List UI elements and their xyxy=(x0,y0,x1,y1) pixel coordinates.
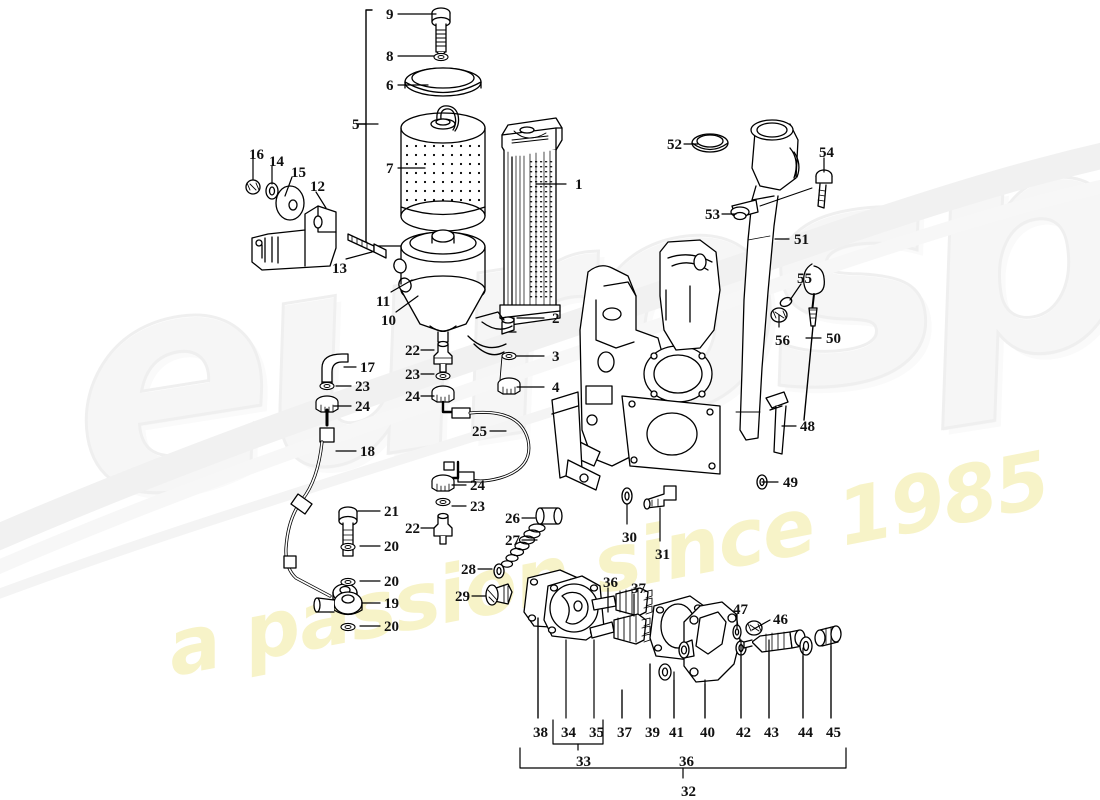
callout-19: 19 xyxy=(384,596,399,612)
callout-38: 38 xyxy=(533,725,548,741)
leader-line-13 xyxy=(345,251,373,260)
leader-line-11 xyxy=(390,279,413,293)
callout-30: 30 xyxy=(622,530,637,546)
callout-27: 27 xyxy=(505,533,520,549)
callout-54: 54 xyxy=(819,145,834,161)
leader-line-10 xyxy=(395,295,419,313)
callout-4: 4 xyxy=(552,380,560,396)
leader-line-55 xyxy=(789,283,802,301)
callout-6: 6 xyxy=(386,78,394,94)
callout-2: 2 xyxy=(552,311,560,327)
callout-50: 50 xyxy=(826,331,841,347)
callout-11: 11 xyxy=(376,294,391,310)
callout-1: 1 xyxy=(575,177,583,193)
callout-28: 28 xyxy=(461,562,476,578)
callout-21: 21 xyxy=(384,504,399,520)
callout-23: 23 xyxy=(405,367,420,383)
callout-18: 18 xyxy=(360,444,375,460)
callout-48: 48 xyxy=(800,419,815,435)
callout-14: 14 xyxy=(269,154,284,170)
callout-39: 39 xyxy=(645,725,660,741)
callout-8: 8 xyxy=(386,49,394,65)
callout-46: 46 xyxy=(773,612,788,628)
callout-51: 51 xyxy=(794,232,809,248)
callout-16: 16 xyxy=(249,147,264,163)
callout-20: 20 xyxy=(384,539,399,555)
callout-43: 43 xyxy=(764,725,779,741)
callout-12: 12 xyxy=(310,179,325,195)
callout-24: 24 xyxy=(470,478,485,494)
callout-26: 26 xyxy=(505,511,520,527)
callout-37: 37 xyxy=(617,725,632,741)
callout-55: 55 xyxy=(797,271,812,287)
callout-9: 9 xyxy=(386,7,394,23)
callout-3: 3 xyxy=(552,349,560,365)
callout-37: 37 xyxy=(631,581,646,597)
callout-5: 5 xyxy=(352,117,360,133)
callout-40: 40 xyxy=(700,725,715,741)
callout-36: 36 xyxy=(679,754,694,770)
callout-44: 44 xyxy=(798,725,813,741)
callout-22: 22 xyxy=(405,521,420,537)
leader-line-46 xyxy=(751,619,771,631)
callout-31: 31 xyxy=(655,547,670,563)
callout-53: 53 xyxy=(705,207,720,223)
callout-33: 33 xyxy=(576,754,591,770)
leader-line-12 xyxy=(315,191,327,209)
callout-32: 32 xyxy=(681,784,696,800)
callout-7: 7 xyxy=(386,161,394,177)
callout-20: 20 xyxy=(384,574,399,590)
callout-47: 47 xyxy=(733,602,748,618)
callout-24: 24 xyxy=(355,399,370,415)
callout-20: 20 xyxy=(384,619,399,635)
callout-25: 25 xyxy=(472,424,487,440)
callout-15: 15 xyxy=(291,165,306,181)
callout-49: 49 xyxy=(783,475,798,491)
callout-23: 23 xyxy=(470,499,485,515)
callout-22: 22 xyxy=(405,343,420,359)
callout-56: 56 xyxy=(775,333,790,349)
leader-line-15 xyxy=(284,176,293,197)
callout-29: 29 xyxy=(455,589,470,605)
callout-52: 52 xyxy=(667,137,682,153)
callout-35: 35 xyxy=(589,725,604,741)
callout-36: 36 xyxy=(603,575,618,591)
callout-10: 10 xyxy=(381,313,396,329)
callout-24: 24 xyxy=(405,389,420,405)
callout-13: 13 xyxy=(332,261,347,277)
callout-17: 17 xyxy=(360,360,375,376)
callout-23: 23 xyxy=(355,379,370,395)
callout-34: 34 xyxy=(561,725,576,741)
callout-45: 45 xyxy=(826,725,841,741)
callout-42: 42 xyxy=(736,725,751,741)
callout-41: 41 xyxy=(669,725,684,741)
